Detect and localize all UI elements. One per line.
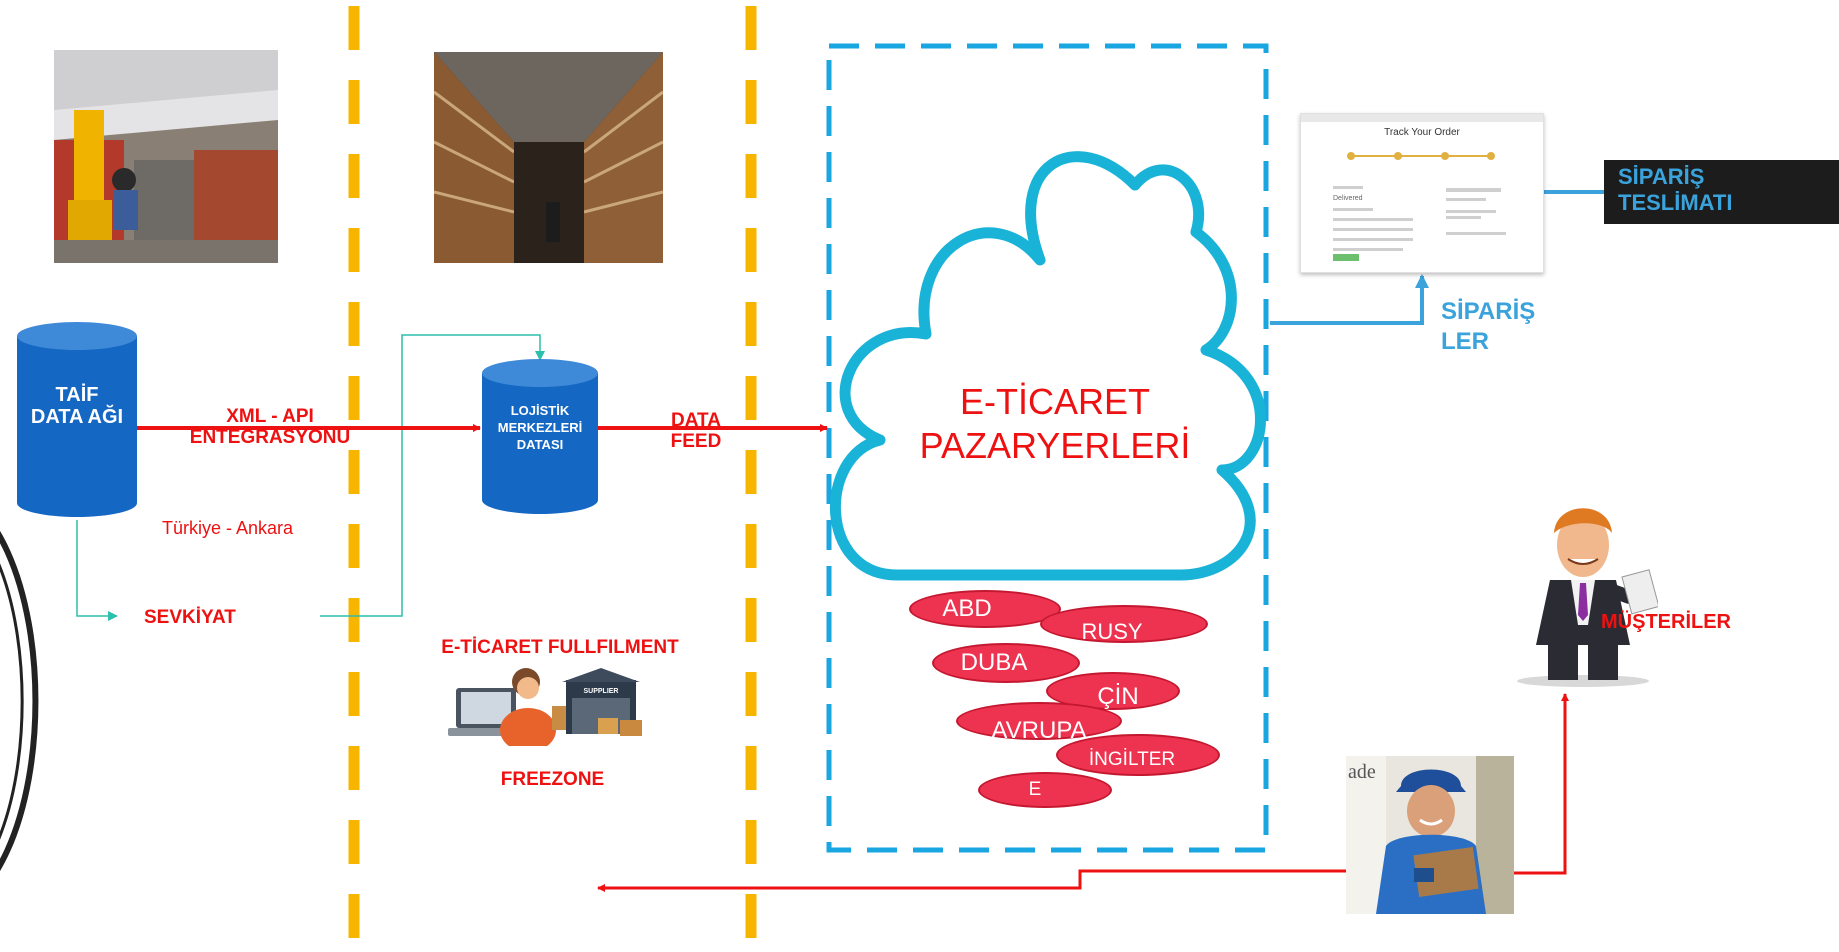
taif-data-cylinder — [17, 322, 137, 517]
warehouse-photo-shelves — [434, 52, 663, 263]
marketplace-cloud — [829, 151, 1266, 581]
market-oval-abd: ABD — [909, 590, 1061, 628]
taif-title: TAİF — [55, 384, 99, 406]
courier-photo: ade — [1346, 756, 1514, 914]
freezone-label: FREEZONE — [500, 769, 605, 790]
arrow-courier-musteriler — [1511, 693, 1569, 875]
arrow-cloud-orders — [1270, 274, 1429, 325]
cloud-title-1: E-TİCARET — [959, 381, 1150, 422]
decorative-arc — [0, 531, 39, 871]
market-oval-rusya: RUSY — [1040, 605, 1208, 644]
lojistik-line-3: DATASI — [516, 437, 564, 452]
supplier-sign: SUPPLIER — [583, 688, 618, 695]
musteriler-label: MÜŞTERİLER — [1601, 611, 1731, 633]
market-oval-avrupa: AVRUPA — [956, 702, 1122, 744]
teal-line-taif-sevkiyat — [76, 520, 118, 621]
market-oval-ingiltere-end: E — [978, 772, 1112, 808]
lojistik-data-cylinder — [482, 359, 598, 514]
tracking-status: Delivered — [1333, 195, 1363, 202]
siparis-teslimati-2: TESLİMATI — [1618, 190, 1733, 215]
siparis-teslimati-1: SİPARİŞ — [1618, 164, 1705, 189]
teal-line-sevkiyat-lojistik — [320, 334, 545, 617]
fulfillment-title: E-TİCARET FULLFILMENT — [441, 637, 679, 658]
order-tracking-screenshot: Track Your Order Delivered — [1300, 113, 1544, 273]
siparisler-label-1: SİPARİŞ — [1441, 298, 1536, 325]
arrow-courier-return — [597, 869, 1346, 892]
siparisler-label-2: LER — [1441, 328, 1489, 355]
customer-businessman-illustration — [1508, 495, 1660, 687]
tracking-title: Track Your Order — [1384, 127, 1460, 138]
siparis-teslimati-banner: SİPARİŞ TESLİMATI — [1604, 160, 1839, 224]
sevkiyat-label: SEVKİYAT — [144, 607, 236, 628]
data-feed-label-1: DATA — [671, 410, 721, 431]
cloud-title-2: PAZARYERLERİ — [919, 425, 1191, 466]
market-oval-dubai: DUBA — [932, 643, 1080, 683]
lojistik-line-1: LOJİSTİK — [510, 403, 570, 418]
fulfillment-illustration: SUPPLIER — [448, 668, 648, 752]
xml-api-label-2: ENTEGRASYONU — [189, 427, 351, 448]
market-oval-ingiltere: İNGİLTER — [1056, 734, 1220, 776]
marketplace-box — [826, 43, 1269, 853]
lojistik-line-2: MERKEZLERİ — [497, 420, 583, 435]
warehouse-photo-forklift — [54, 50, 278, 263]
data-feed-label-2: FEED — [670, 431, 722, 452]
location-label: Türkiye - Ankara — [162, 518, 294, 538]
xml-api-label-1: XML - API — [226, 406, 314, 427]
taif-subtitle: DATA AĞI — [30, 406, 124, 428]
decorative-arc-inner — [0, 563, 24, 840]
courier-sign-text: ade — [1348, 761, 1376, 783]
